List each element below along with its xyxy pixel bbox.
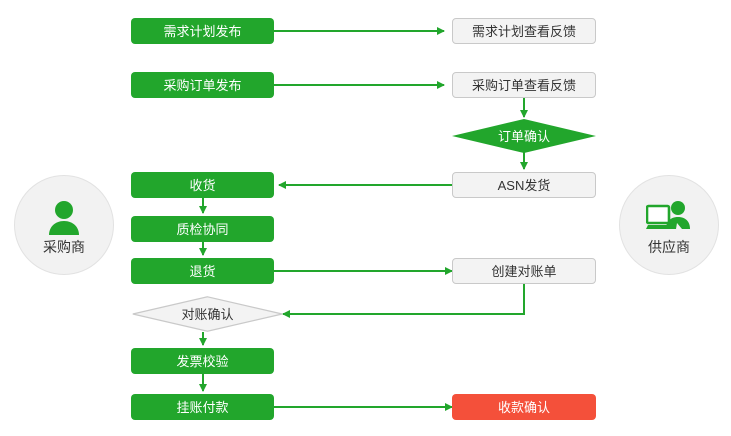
node-demand-plan-publish[interactable]: 需求计划发布 xyxy=(131,18,274,44)
node-label: 质检协同 xyxy=(176,221,229,237)
node-label: 采购订单发布 xyxy=(163,77,242,93)
node-payment-posting[interactable]: 挂账付款 xyxy=(131,394,274,420)
node-invoice-check[interactable]: 发票校验 xyxy=(131,348,274,374)
node-statement-confirm[interactable]: 对账确认 xyxy=(132,296,283,332)
actor-supplier[interactable]: 供应商 xyxy=(619,175,719,275)
node-label: ASN发货 xyxy=(497,177,551,193)
node-purchase-order-feedback[interactable]: 采购订单查看反馈 xyxy=(452,72,596,98)
node-label: 收款确认 xyxy=(497,399,550,415)
node-receive-goods[interactable]: 收货 xyxy=(131,172,274,198)
node-label: 需求计划发布 xyxy=(163,23,242,39)
node-receipt-confirm[interactable]: 收款确认 xyxy=(452,394,596,420)
edge-statement-to-confirm xyxy=(282,284,525,318)
node-purchase-order-publish[interactable]: 采购订单发布 xyxy=(131,72,274,98)
node-order-confirm[interactable]: 订单确认 xyxy=(452,119,596,153)
node-label: 发票校验 xyxy=(176,353,229,369)
person-icon xyxy=(41,196,87,238)
node-label: 订单确认 xyxy=(497,128,550,144)
node-label: 收货 xyxy=(189,177,216,193)
node-label: 挂账付款 xyxy=(176,399,229,415)
node-label: 需求计划查看反馈 xyxy=(471,23,576,39)
actor-buyer-label: 采购商 xyxy=(43,239,85,255)
actor-supplier-label: 供应商 xyxy=(648,239,690,255)
node-asn-shipment[interactable]: ASN发货 xyxy=(452,172,596,198)
node-return-goods[interactable]: 退货 xyxy=(131,258,274,284)
node-label: 对账确认 xyxy=(181,306,234,322)
node-create-statement[interactable]: 创建对账单 xyxy=(452,258,596,284)
node-label: 退货 xyxy=(189,263,216,279)
node-label: 创建对账单 xyxy=(491,263,557,279)
node-quality-collab[interactable]: 质检协同 xyxy=(131,216,274,242)
node-demand-plan-feedback[interactable]: 需求计划查看反馈 xyxy=(452,18,596,44)
person-at-computer-icon xyxy=(646,196,692,238)
actor-buyer[interactable]: 采购商 xyxy=(14,175,114,275)
node-label: 采购订单查看反馈 xyxy=(471,77,576,93)
